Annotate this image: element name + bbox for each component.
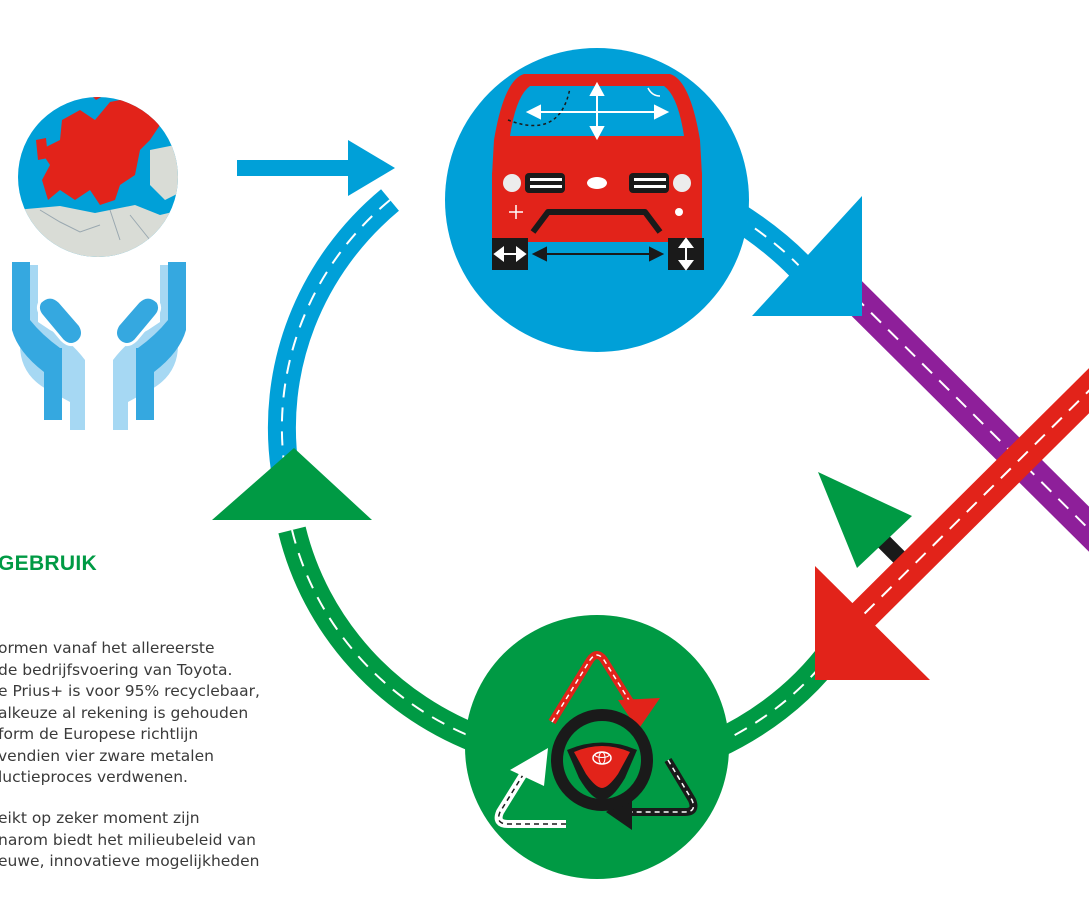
steering-wheel-icon	[465, 615, 729, 879]
paragraph-2: eikt op zeker moment zijn narom biedt he…	[0, 808, 328, 873]
paragraph-line: e Prius+ is voor 95% recyclebaar,	[0, 682, 260, 700]
small-green-arrow	[818, 472, 912, 568]
paragraph-line: ormen vanaf het allereerste	[0, 639, 215, 657]
paragraph-line: de bedrijfsvoering van Toyota.	[0, 660, 233, 679]
car-front-icon	[445, 48, 749, 352]
paragraph-line: vendien vier zware metalen	[0, 746, 214, 765]
recycle-arrows-icon	[494, 651, 698, 830]
paragraph-line: euwe, innovatieve mogelijkheden	[0, 852, 260, 870]
section-heading: GEBRUIK	[0, 552, 97, 575]
red-road	[815, 368, 1089, 680]
input-arrow	[237, 140, 395, 196]
paragraph-line: alkeuze al rekening is gehouden	[0, 703, 249, 722]
paragraph-line: eikt op zeker moment zijn	[0, 809, 200, 827]
paragraph-line: luctieproces verdwenen.	[0, 768, 188, 786]
purple-road	[808, 250, 1089, 552]
globe-in-hands-icon	[12, 97, 186, 430]
toyota-logo-icon	[592, 751, 612, 765]
paragraph-line: narom biedt het milieubeleid van	[0, 830, 256, 849]
paragraph-line: form de Europese richtlijn	[0, 725, 199, 743]
paragraph-1: ormen vanaf het allereerste de bedrijfsv…	[0, 638, 328, 789]
